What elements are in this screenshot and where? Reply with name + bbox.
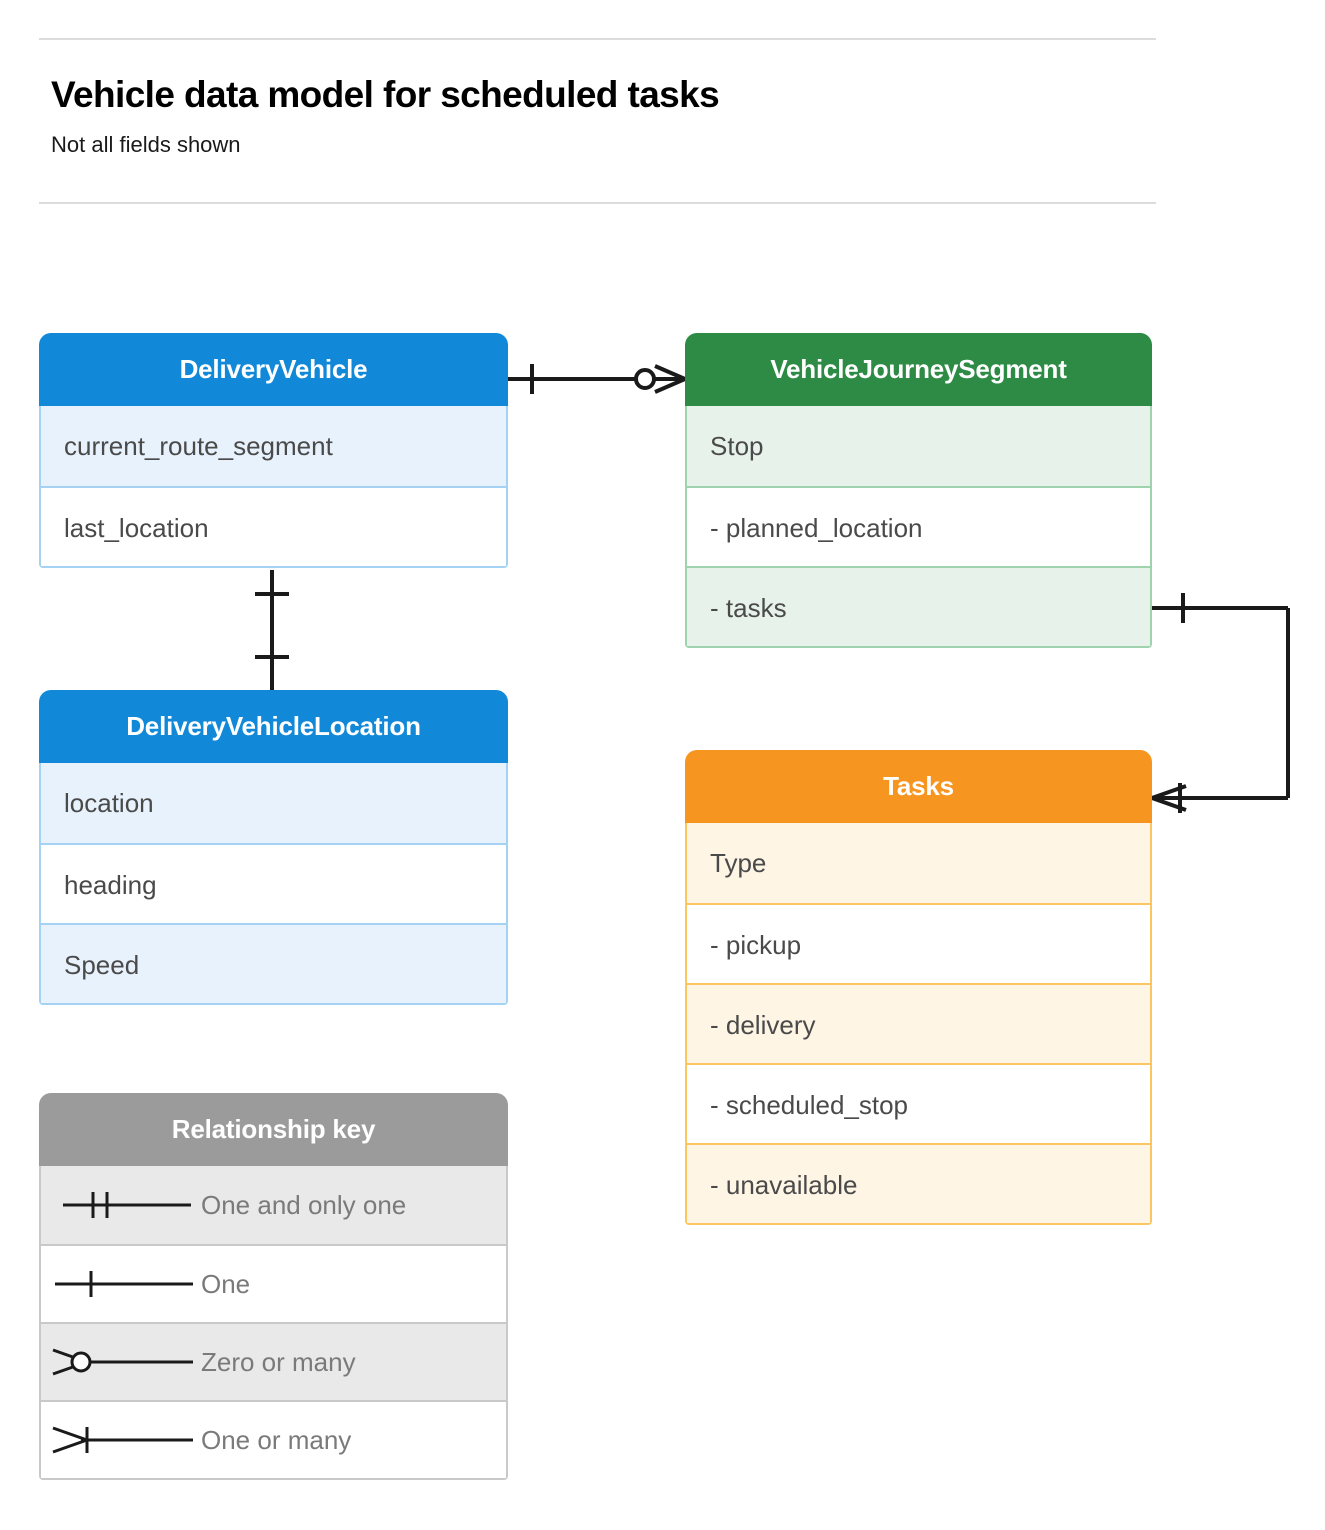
entity-field-row: Type (687, 823, 1150, 903)
one-icon (55, 1271, 193, 1297)
page-title: Vehicle data model for scheduled tasks (51, 74, 720, 115)
legend-item-label: Zero or many (201, 1346, 356, 1377)
relationship-key-rows: One and only one One Zero or many (39, 1166, 508, 1480)
connector-vehicle-to-vehiclelocation (255, 570, 289, 690)
entity-delivery-vehicle-location[interactable]: DeliveryVehicleLocation location heading… (39, 690, 508, 1005)
one-and-only-one-icon (63, 1192, 191, 1218)
entity-field-row: Stop (687, 406, 1150, 486)
entity-vehicle-journey-segment-title: VehicleJourneySegment (685, 333, 1152, 406)
legend-item-one: One (41, 1244, 506, 1322)
entity-vehicle-journey-segment[interactable]: VehicleJourneySegment Stop - planned_loc… (685, 333, 1152, 648)
entity-field-row: - planned_location (687, 486, 1150, 566)
zero-or-many-icon (52, 1348, 193, 1376)
entity-field-row: - pickup (687, 903, 1150, 983)
relationship-key-title: Relationship key (39, 1093, 508, 1166)
legend-item-label: One (201, 1268, 251, 1299)
entity-field-row: heading (41, 843, 506, 923)
entity-field-row: last_location (41, 486, 506, 566)
legend-item-label: One or many (201, 1424, 352, 1455)
page-subtitle: Not all fields shown (51, 132, 241, 157)
connector-vehicle-to-journeysegment (508, 364, 686, 394)
entity-field-row: - delivery (687, 983, 1150, 1063)
connector-journeysegment-to-tasks (1151, 593, 1290, 813)
entity-field-row: location (41, 763, 506, 843)
entity-delivery-vehicle-fields: current_route_segment last_location (39, 406, 508, 568)
header-divider-bottom (39, 202, 1156, 204)
entity-delivery-vehicle-title: DeliveryVehicle (39, 333, 508, 406)
entity-field-row: - unavailable (687, 1143, 1150, 1223)
entity-tasks[interactable]: Tasks Type - pickup - delivery - schedul… (685, 750, 1152, 1225)
entity-field-row: - scheduled_stop (687, 1063, 1150, 1143)
entity-tasks-fields: Type - pickup - delivery - scheduled_sto… (685, 823, 1152, 1225)
legend-item-label: One and only one (201, 1189, 407, 1220)
entity-delivery-vehicle-location-fields: location heading Speed (39, 763, 508, 1005)
entity-vehicle-journey-segment-fields: Stop - planned_location - tasks (685, 406, 1152, 648)
one-or-many-icon (52, 1426, 193, 1454)
legend-item-zero-or-many: Zero or many (41, 1322, 506, 1400)
entity-delivery-vehicle-location-title: DeliveryVehicleLocation (39, 690, 508, 763)
entity-tasks-title: Tasks (685, 750, 1152, 823)
header-divider-top (39, 38, 1156, 40)
entity-delivery-vehicle[interactable]: DeliveryVehicle current_route_segment la… (39, 333, 508, 568)
entity-field-row: - tasks (687, 566, 1150, 646)
legend-item-one-and-only-one: One and only one (41, 1166, 506, 1244)
entity-field-row: Speed (41, 923, 506, 1003)
entity-field-row: current_route_segment (41, 406, 506, 486)
relationship-key-legend: Relationship key One and only one One (39, 1093, 508, 1480)
legend-item-one-or-many: One or many (41, 1400, 506, 1478)
